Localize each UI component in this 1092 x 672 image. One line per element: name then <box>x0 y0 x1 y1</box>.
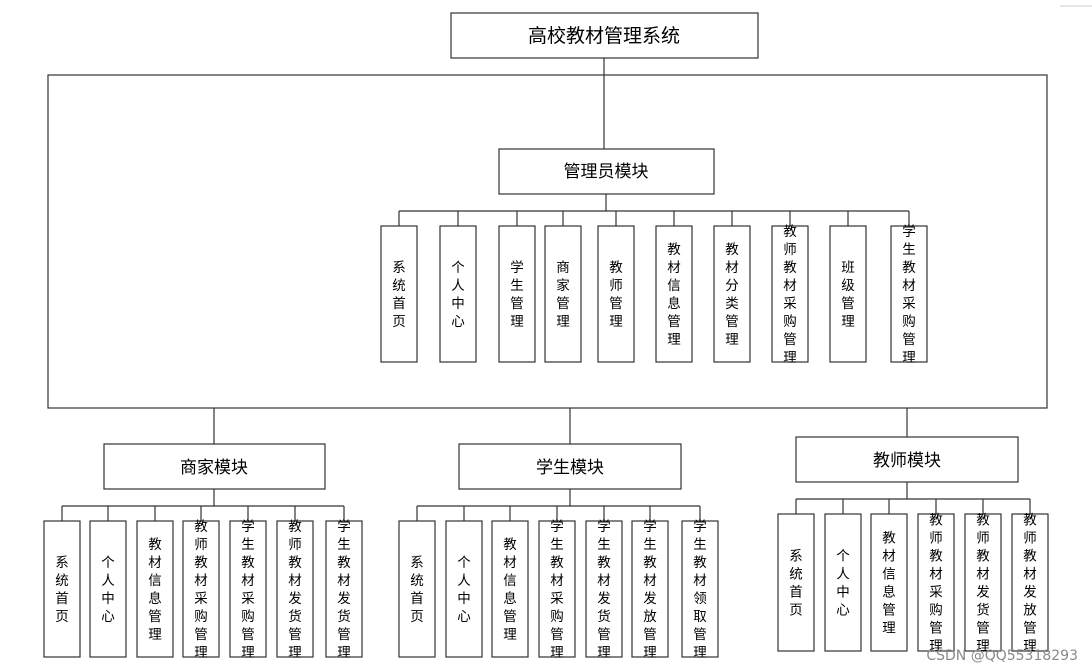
admin-leaf-box <box>498 225 536 363</box>
teacher-leaf-label: 个人中心 <box>836 549 850 619</box>
teacher-leaf-label: 教材信息管理 <box>882 531 896 637</box>
admin-leaf-box <box>890 225 928 363</box>
teacher-leaf-box <box>964 513 1002 652</box>
student-leaf-box <box>491 520 529 658</box>
student-module-title: 学生模块 <box>536 458 604 478</box>
student-leaf-label: 学生教材领取管理 <box>693 519 707 661</box>
merchant-leaf-box <box>136 520 174 658</box>
admin-leaf-label: 个人中心 <box>451 260 465 330</box>
student-module-box <box>458 443 682 490</box>
teacher-leaf-box <box>917 513 955 652</box>
merchant-leaf-label: 学生教材发货管理 <box>337 519 351 661</box>
merchant-leaf-box <box>43 520 81 658</box>
merchant-leaf-box <box>89 520 127 658</box>
merchant-leaf-label: 教师教材采购管理 <box>194 519 208 661</box>
merchant-leaf-group: 系统首页 个人中心 教材信息管理 教师教材采购管理 学生教材采购管理 教师教材发货管理 学生… <box>43 489 363 661</box>
root-title: 高校教材管理系统 <box>528 25 680 47</box>
student-leaf-box <box>631 520 669 658</box>
merchant-leaf-label: 教师教材发货管理 <box>288 519 302 661</box>
merchant-leaf-label: 个人中心 <box>101 555 115 625</box>
student-leaf-box <box>445 520 483 658</box>
student-leaf-label: 教材信息管理 <box>503 537 517 643</box>
admin-leaf-box <box>713 225 751 363</box>
admin-leaf-box <box>544 225 582 363</box>
admin-module-title: 管理员模块 <box>564 162 649 182</box>
merchant-leaf-label: 教材信息管理 <box>148 537 162 643</box>
admin-leaf-label: 教材信息管理 <box>667 242 681 348</box>
admin-leaf-box <box>439 225 477 363</box>
admin-leaf-label: 系统首页 <box>392 260 406 330</box>
admin-leaf-group: 系统首页 个人中心 学生管理 商家管理 教师管理 教材信息管理 教材分类管理 教师教材采购管理… <box>380 194 928 366</box>
teacher-leaf-label: 系统首页 <box>789 549 803 619</box>
admin-module-box <box>498 148 715 195</box>
admin-leaf-label: 学生教材采购管理 <box>902 224 916 366</box>
teacher-leaf-label: 教师教材发放管理 <box>1023 513 1037 655</box>
admin-leaf-label: 教材分类管理 <box>725 242 739 348</box>
teacher-leaf-box <box>1011 513 1049 652</box>
admin-leaf-label: 教师管理 <box>609 260 623 330</box>
merchant-leaf-box <box>325 520 363 658</box>
merchant-module-title: 商家模块 <box>180 458 248 478</box>
admin-leaf-label: 教师教材采购管理 <box>783 224 797 366</box>
teacher-leaf-box <box>870 513 908 652</box>
admin-leaf-label: 商家管理 <box>556 260 570 330</box>
admin-leaf-box <box>771 225 809 363</box>
merchant-leaf-box <box>229 520 267 658</box>
system-frame <box>47 74 1048 409</box>
admin-leaf-label: 学生管理 <box>510 260 524 330</box>
teacher-module-box <box>795 436 1019 483</box>
student-leaf-label: 系统首页 <box>410 555 424 625</box>
merchant-leaf-label: 系统首页 <box>55 555 69 625</box>
admin-leaf-box <box>829 225 867 363</box>
student-leaf-box <box>585 520 623 658</box>
merchant-leaf-box <box>182 520 220 658</box>
student-leaf-label: 个人中心 <box>457 555 471 625</box>
admin-leaf-label: 班级管理 <box>841 260 855 330</box>
merchant-module-box <box>103 443 326 490</box>
teacher-leaf-group: 系统首页 个人中心 教材信息管理 教师教材采购管理 教师教材发货管理 教师教材发放管理 <box>777 482 1049 655</box>
watermark-text: CSDN @QQ55318293 <box>926 648 1078 664</box>
student-leaf-box <box>398 520 436 658</box>
teacher-module-title: 教师模块 <box>873 451 941 471</box>
student-leaf-label: 学生教材发货管理 <box>597 519 611 661</box>
admin-leaf-box <box>597 225 635 363</box>
student-leaf-group: 系统首页 个人中心 教材信息管理 学生教材采购管理 学生教材发货管理 学生教材发放管理 学生… <box>398 489 719 661</box>
student-leaf-box <box>538 520 576 658</box>
admin-leaf-box <box>380 225 418 363</box>
admin-leaf-box <box>655 225 693 363</box>
merchant-leaf-label: 学生教材采购管理 <box>241 519 255 661</box>
merchant-leaf-box <box>276 520 314 658</box>
teacher-leaf-label: 教师教材发货管理 <box>976 513 990 655</box>
teacher-leaf-label: 教师教材采购管理 <box>929 513 943 655</box>
student-leaf-label: 学生教材发放管理 <box>643 519 657 661</box>
teacher-leaf-box <box>777 513 815 652</box>
student-leaf-label: 学生教材采购管理 <box>550 519 564 661</box>
teacher-leaf-box <box>824 513 862 652</box>
student-leaf-box <box>681 520 719 658</box>
